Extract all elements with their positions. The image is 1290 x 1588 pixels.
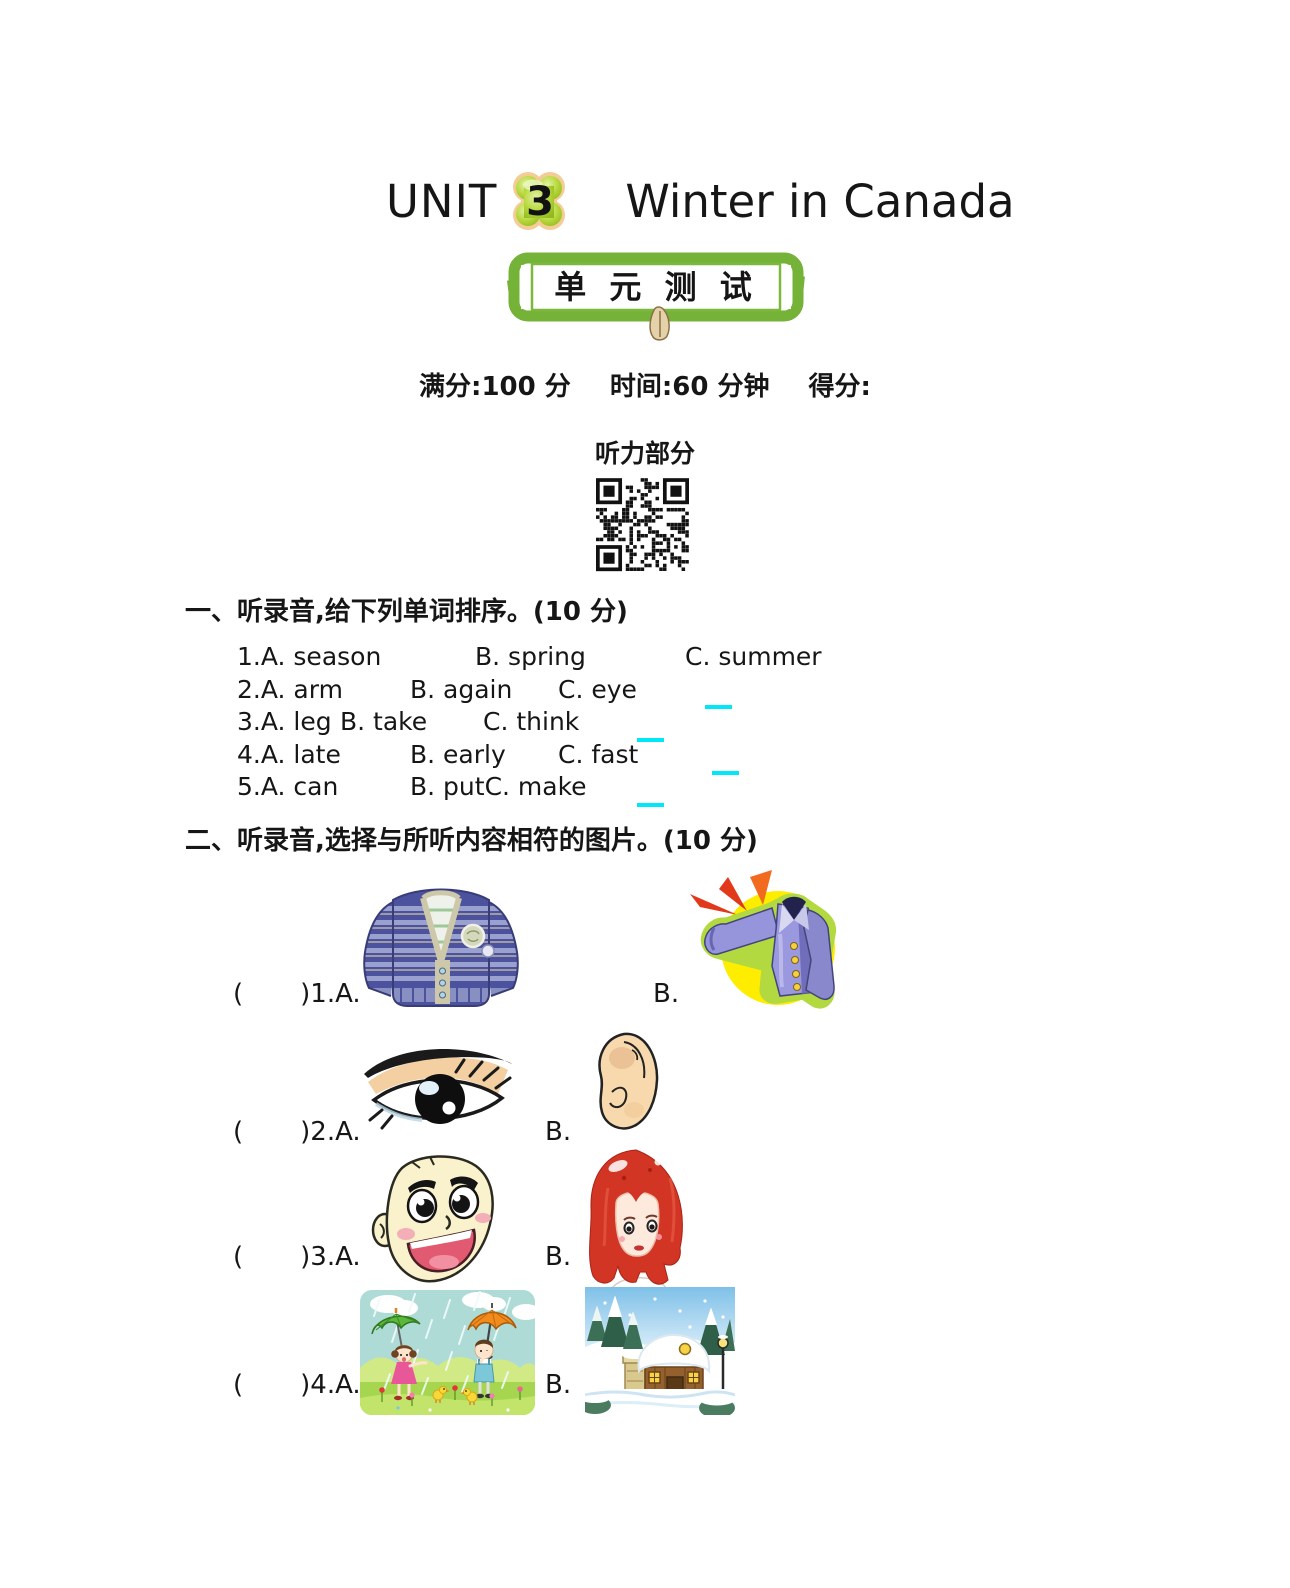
question-3-label: ()3.A.	[233, 1242, 361, 1272]
option-a: 3.A. leg	[237, 707, 332, 737]
score-line: 满分:100 分 时间:60 分钟 得分:	[0, 366, 1290, 403]
option-c: C. eye	[558, 674, 637, 704]
answer-blank	[637, 803, 664, 807]
picture-4b-snow-covered-house	[585, 1287, 735, 1415]
word-row-1: 1.A. season B. spring C. summer	[237, 641, 937, 674]
part-two-heading: 二、听录音,选择与所听内容相符的图片。(10 分)	[185, 826, 758, 856]
option-b: B. again	[410, 674, 513, 704]
option-a: 5.A. can	[237, 772, 339, 802]
qr-code	[596, 478, 689, 576]
question-2-label: ()2.A.	[233, 1117, 361, 1147]
option-b: B. take	[340, 707, 428, 737]
option-b: B. put	[410, 772, 485, 802]
unit-test-stamp: 单 元 测 试	[506, 248, 806, 348]
option-b: B. spring	[475, 642, 586, 671]
unit-label: UNIT	[386, 174, 498, 228]
option-a: 1.A. season	[237, 642, 382, 671]
picture-1a-sweater	[357, 876, 525, 1012]
listening-section-title: 听力部分	[594, 439, 695, 468]
answer-blank	[705, 705, 732, 709]
picture-4a-children-umbrellas-rain	[360, 1290, 535, 1415]
option-c: C. think	[483, 707, 580, 737]
word-row-4: 4.A. late B. early C. fast	[237, 739, 937, 772]
picture-1b-jacket	[684, 868, 848, 1012]
word-row-5: 5.A. can B. put C. make	[237, 771, 937, 804]
question-1-label: ()1.A.	[233, 979, 361, 1009]
option-a: 2.A. arm	[237, 674, 343, 704]
score-label: 得分:	[808, 372, 871, 402]
stamp-pin-icon	[649, 306, 670, 341]
question-2-b-label: B.	[545, 1117, 572, 1147]
part-one-heading: 一、听录音,给下列单词排序。(10 分)	[185, 597, 628, 627]
option-b: B. early	[410, 739, 506, 769]
option-c: C. summer	[685, 642, 822, 671]
page-title: UNIT 3	[386, 170, 1015, 232]
answer-blank	[637, 738, 664, 742]
option-c: C. make	[484, 772, 587, 802]
picture-2a-eye	[352, 1038, 524, 1130]
answer-blank	[712, 771, 739, 775]
picture-3b-red-haired-girl	[580, 1146, 694, 1293]
question-4-b-label: B.	[545, 1370, 572, 1400]
question-4-label: ()4.A.	[233, 1370, 361, 1400]
question-3-b-label: B.	[545, 1242, 572, 1272]
unit-title: Winter in Canada	[625, 174, 1015, 228]
option-c: C. fast	[558, 739, 639, 769]
unit-number-badge: 3	[511, 170, 567, 232]
word-row-2: 2.A. arm B. again C. eye	[237, 674, 937, 707]
picture-3a-smiling-face	[352, 1150, 504, 1288]
option-a: 4.A. late	[237, 739, 341, 769]
picture-2b-ear	[592, 1030, 666, 1134]
part-one-word-list: 1.A. season B. spring C. summer 2.A. arm…	[237, 641, 937, 811]
stamp-text: 单 元 测 试	[554, 268, 757, 306]
word-row-3: 3.A. leg B. take C. think	[237, 706, 937, 739]
time-limit: 时间:60 分钟	[609, 372, 770, 402]
full-marks: 满分:100 分	[419, 372, 571, 402]
unit-number: 3	[526, 179, 554, 225]
question-1-b-label: B.	[653, 979, 680, 1009]
